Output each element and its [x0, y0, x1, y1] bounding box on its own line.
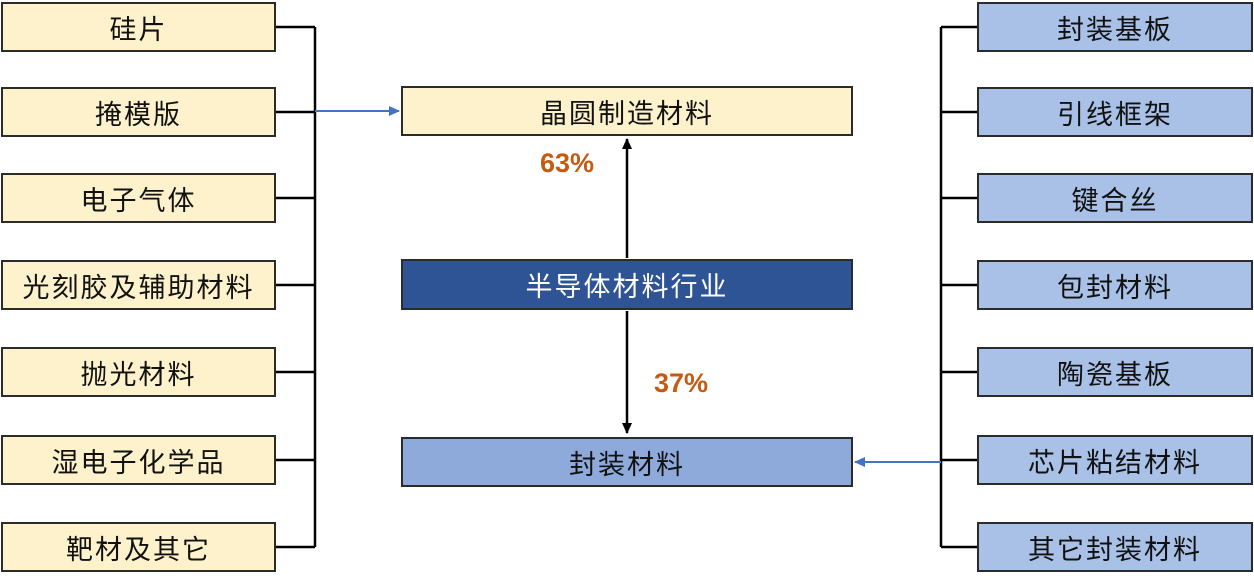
- left-item-wafer: 硅片: [1, 2, 276, 52]
- left-item-polishing: 抛光材料: [1, 347, 276, 397]
- pct-wafer: 63%: [540, 148, 595, 178]
- right-item-substrate: 封装基板: [977, 2, 1253, 52]
- right-item-lead-frame: 引线框架: [977, 87, 1253, 137]
- center-packaging-materials: 封装材料: [401, 437, 853, 487]
- center-wafer-materials: 晶圆制造材料: [401, 86, 853, 136]
- center-industry: 半导体材料行业: [401, 259, 853, 310]
- left-item-photomask: 掩模版: [1, 87, 276, 137]
- right-item-die-attach: 芯片粘结材料: [977, 435, 1253, 485]
- right-item-other: 其它封装材料: [977, 522, 1253, 572]
- left-item-electronic-gas: 电子气体: [1, 173, 276, 223]
- left-item-target: 靶材及其它: [1, 522, 276, 572]
- pct-packaging: 37%: [654, 368, 709, 398]
- left-bracket: [276, 25, 317, 549]
- right-item-ceramic: 陶瓷基板: [977, 347, 1253, 397]
- right-bracket: [939, 25, 977, 549]
- right-item-bonding-wire: 键合丝: [977, 173, 1253, 223]
- right-item-encapsulant: 包封材料: [977, 260, 1253, 310]
- left-item-wet-chemicals: 湿电子化学品: [1, 435, 276, 485]
- left-item-photoresist: 光刻胶及辅助材料: [1, 260, 276, 310]
